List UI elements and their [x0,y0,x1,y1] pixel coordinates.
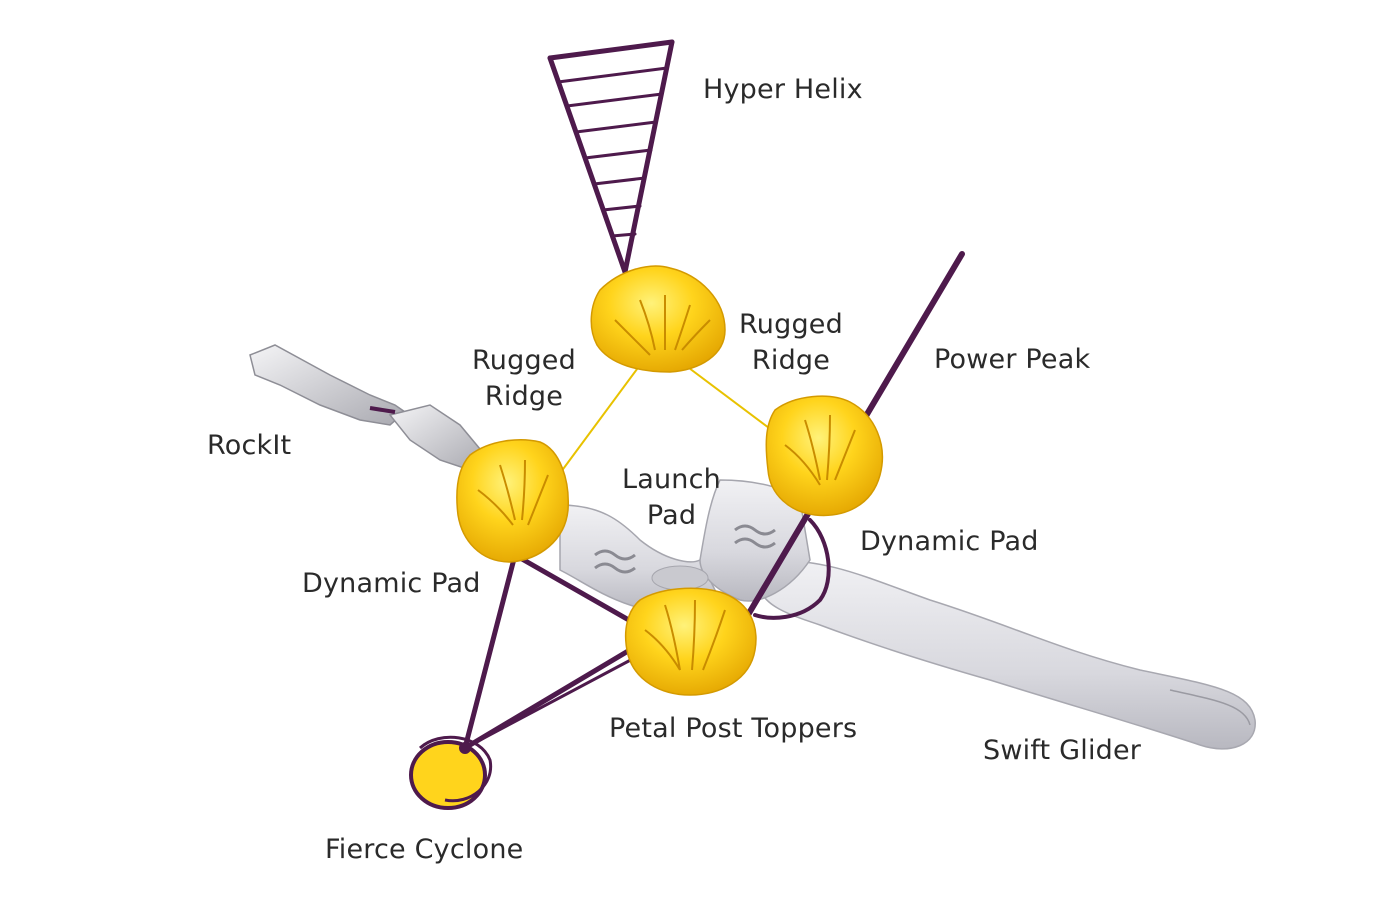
topper-bottom [624,587,757,696]
launch-pad-deck [559,479,811,613]
label-petal-post-toppers: Petal Post Toppers [609,713,858,744]
topper-left [456,439,569,563]
fierce-cyclone-spinner [409,735,493,810]
rockit-climber [249,344,487,471]
swift-glider-slide [759,559,1256,750]
topper-right [765,395,884,517]
hyper-helix [547,39,675,275]
fierce-cyclone-frame [462,552,658,751]
topper-top [590,265,726,373]
label-power-peak: Power Peak [934,344,1091,375]
label-swift-glider: Swift Glider [983,735,1142,766]
label-hyper-helix: Hyper Helix [703,74,863,105]
label-rockit: RockIt [207,430,292,461]
label-dynamic-pad-right: Dynamic Pad [860,526,1039,557]
label-dynamic-pad-left: Dynamic Pad [302,568,481,599]
label-fierce-cyclone: Fierce Cyclone [325,834,524,865]
